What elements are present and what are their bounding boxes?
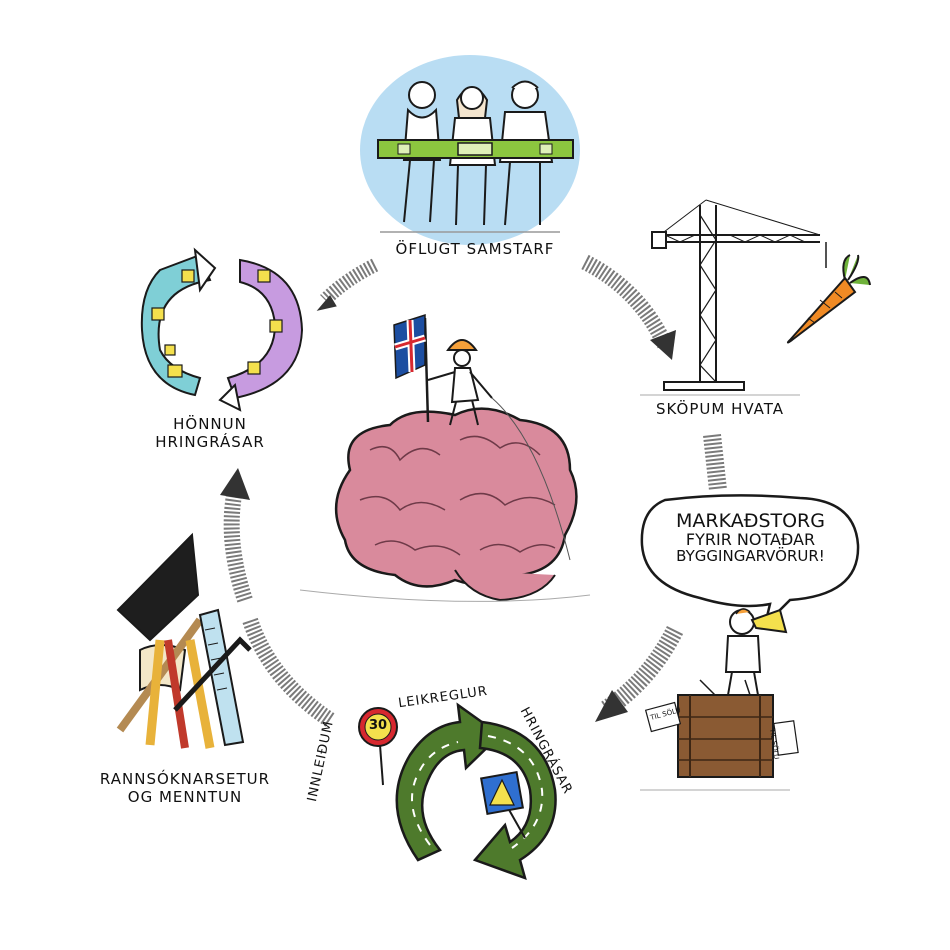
speech-line-1: Markaðstorg xyxy=(648,512,853,532)
label-collaboration: Öflugt samstarf xyxy=(375,240,575,258)
cycle-arrow-right xyxy=(712,435,718,490)
label-design-line1: Hönnun xyxy=(120,415,300,433)
speech-bubble-text: Markaðstorg fyrir notaðar byggingarvörur… xyxy=(648,512,853,564)
collaboration-illustration xyxy=(360,55,580,245)
circular-buildings-illustration xyxy=(142,250,302,410)
label-research-line2: og menntun xyxy=(70,788,300,806)
speed-sign-value: 30 xyxy=(364,718,392,734)
label-design-line2: hringrásar xyxy=(120,433,300,451)
cycle-arrow-top-left xyxy=(318,265,375,310)
label-incentives: Sköpum hvata xyxy=(630,400,810,418)
crane-carrot-illustration xyxy=(640,200,870,395)
label-design: Hönnun hringrásar xyxy=(120,415,300,451)
cycle-arrow-left xyxy=(220,468,250,600)
label-research: Rannsóknarsetur og menntun xyxy=(70,770,300,806)
cycle-arrow-top-right xyxy=(585,262,676,360)
speech-line-3: byggingarvörur! xyxy=(648,549,853,565)
research-education-illustration xyxy=(118,535,250,748)
brain-summit-illustration xyxy=(300,315,590,601)
label-research-line1: Rannsóknarsetur xyxy=(70,770,300,788)
cycle-arrow-bottom-left xyxy=(250,620,330,720)
